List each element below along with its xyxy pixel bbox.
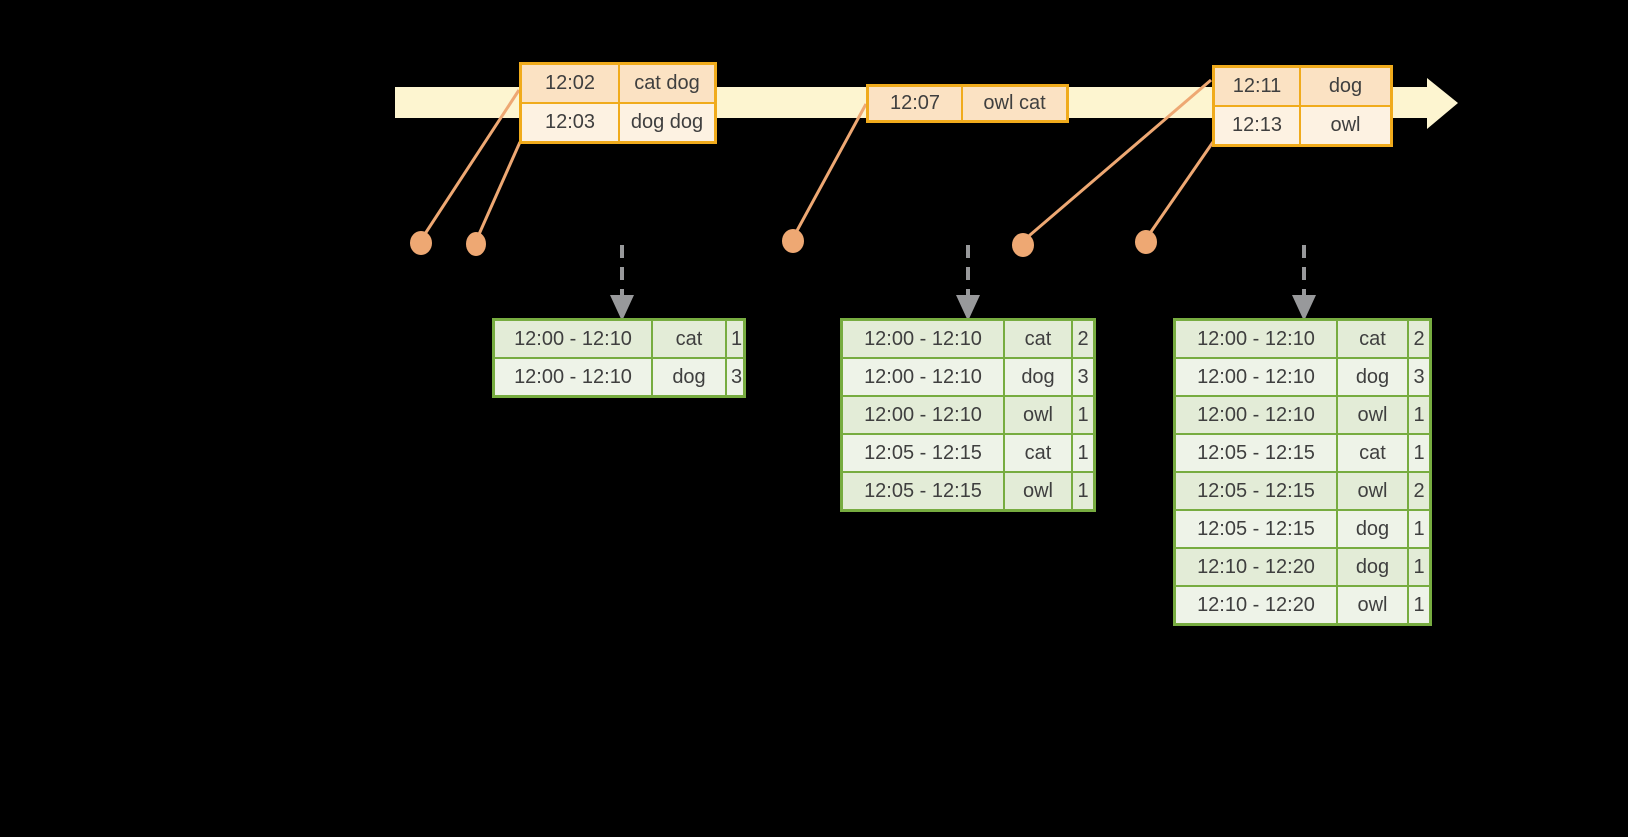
marker-line (791, 103, 868, 239)
table-cell: dog (1336, 357, 1409, 397)
table-cell: owl (1336, 585, 1409, 626)
table-cell: 12:13 (1212, 105, 1301, 147)
trigger-arrow-lines (620, 245, 1306, 297)
table-cell: owl (1336, 395, 1409, 435)
table-cell: owl (1299, 105, 1393, 147)
table-cell: 12:02 (519, 62, 620, 104)
table-cell: 12:11 (1212, 65, 1301, 107)
table-cell: 12:00 - 12:10 (492, 357, 653, 398)
table-cell: dog (1003, 357, 1073, 397)
table-cell: 12:00 - 12:10 (1173, 318, 1338, 359)
table-cell: 3 (1071, 357, 1096, 397)
table-cell: 12:00 - 12:10 (840, 318, 1005, 359)
table-cell: cat (651, 318, 727, 359)
table-cell: 1 (1407, 509, 1432, 549)
table-cell: 12:00 - 12:10 (840, 357, 1005, 397)
event-marker-lines (419, 78, 1215, 243)
marker-dot-icon (410, 231, 432, 255)
table-cell: 1 (1407, 547, 1432, 587)
table-cell: 1 (1407, 433, 1432, 473)
down-arrowhead-icon (956, 295, 980, 321)
marker-dot-icon (1135, 230, 1157, 254)
marker-line (419, 89, 521, 241)
table-cell: 12:10 - 12:20 (1173, 547, 1338, 587)
table-cell: owl cat (961, 84, 1069, 123)
marker-line (1144, 141, 1215, 240)
table-cell: 12:00 - 12:10 (840, 395, 1005, 435)
marker-dot-icon (466, 232, 486, 256)
table-cell: 12:05 - 12:15 (840, 471, 1005, 512)
trigger-arrow-heads (610, 295, 1316, 321)
table-cell: cat (1336, 318, 1409, 359)
table-cell: 1 (1407, 395, 1432, 435)
event-marker-dots (410, 229, 1157, 257)
table-cell: owl (1003, 395, 1073, 435)
table-cell: owl (1336, 471, 1409, 511)
marker-line (474, 141, 522, 242)
table-cell: 1 (725, 318, 746, 359)
table-cell: 12:05 - 12:15 (1173, 509, 1338, 549)
down-arrowhead-icon (1292, 295, 1316, 321)
table-cell: dog (1336, 509, 1409, 549)
table-cell: cat (1003, 318, 1073, 359)
table-cell: 1 (1071, 471, 1096, 512)
marker-dot-icon (1012, 233, 1034, 257)
table-cell: owl (1003, 471, 1073, 512)
table-cell: 12:05 - 12:15 (840, 433, 1005, 473)
table-cell: 1 (1071, 433, 1096, 473)
timeline-arrowhead-icon (1427, 78, 1458, 129)
table-cell: cat (1003, 433, 1073, 473)
down-arrowhead-icon (610, 295, 634, 321)
table-cell: dog (651, 357, 727, 398)
table-cell: 12:10 - 12:20 (1173, 585, 1338, 626)
table-cell: 3 (1407, 357, 1432, 397)
table-cell: 12:03 (519, 102, 620, 144)
table-cell: 12:05 - 12:15 (1173, 471, 1338, 511)
table-cell: 3 (725, 357, 746, 398)
table-cell: 2 (1407, 471, 1432, 511)
table-cell: 1 (1071, 395, 1096, 435)
table-cell: dog dog (618, 102, 717, 144)
table-cell: 12:00 - 12:10 (1173, 357, 1338, 397)
table-cell: dog (1336, 547, 1409, 587)
table-cell: 12:05 - 12:15 (1173, 433, 1338, 473)
table-cell: 2 (1407, 318, 1432, 359)
table-cell: 12:07 (866, 84, 963, 123)
table-cell: 2 (1071, 318, 1096, 359)
table-cell: cat dog (618, 62, 717, 104)
table-cell: 12:00 - 12:10 (492, 318, 653, 359)
marker-line (1022, 78, 1212, 243)
table-cell: cat (1336, 433, 1409, 473)
table-cell: dog (1299, 65, 1393, 107)
table-cell: 12:00 - 12:10 (1173, 395, 1338, 435)
table-cell: 1 (1407, 585, 1432, 626)
marker-dot-icon (782, 229, 804, 253)
